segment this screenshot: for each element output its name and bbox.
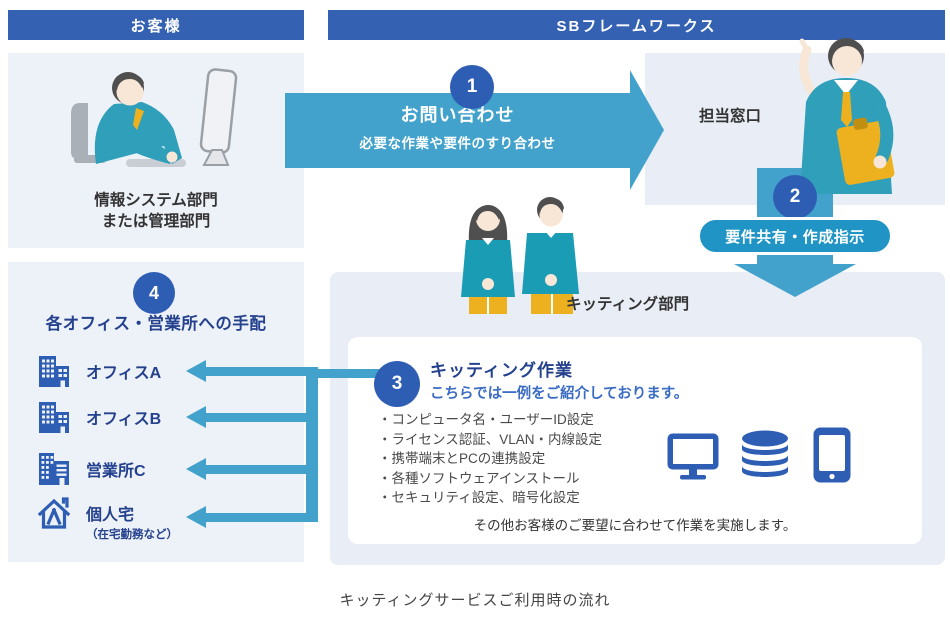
step3-note: その他お客様のご要望に合わせて作業を実施します。 xyxy=(473,518,797,533)
customer-box-label: 情報システム部門 または管理部門 xyxy=(8,190,304,232)
destination-label: 個人宅 xyxy=(86,507,135,524)
connector-to-step3 xyxy=(316,369,380,378)
task-item: ・携帯端末とPCの連携設定 xyxy=(378,451,546,466)
destination-label: オフィスA xyxy=(86,365,162,382)
person-at-desk-illustration xyxy=(71,68,238,167)
task-item: ・セキュリティ設定、暗号化設定 xyxy=(378,490,580,505)
task-item: ・各種ソフトウェアインストール xyxy=(378,470,580,486)
connector-branch-c xyxy=(206,465,306,474)
destination-row-home: 個人宅 xyxy=(36,495,286,531)
connector-office-b xyxy=(206,413,306,422)
destination-row-branch-c: 営業所C xyxy=(36,451,286,487)
step1-arrow-head xyxy=(630,70,664,190)
arrowhead-branch-c xyxy=(186,458,206,480)
connector-home xyxy=(206,513,306,522)
step1-subtitle: 必要な作業や要件のすり合わせ xyxy=(359,136,556,151)
step3-number-badge: 3 xyxy=(374,361,420,407)
step4-number-badge: 4 xyxy=(133,272,175,314)
company-header: SBフレームワークス xyxy=(328,10,945,40)
step2-number-badge: 2 xyxy=(773,175,817,219)
destination-label: オフィスB xyxy=(86,411,162,428)
destination-label: 営業所C xyxy=(86,463,146,480)
step3-task-list: ・コンピュータ名・ユーザーID設定 ・ライセンス認証、VLAN・内線設定 ・携帯… xyxy=(378,410,602,508)
office-building-icon xyxy=(39,402,69,433)
arrowhead-home xyxy=(186,506,206,528)
step1-number-badge: 1 xyxy=(450,65,494,109)
customer-box-label-line1: 情報システム部門 xyxy=(94,192,218,209)
step3-subtitle: こちらでは一例をご紹介しております。 xyxy=(430,386,689,402)
contact-person-illustration xyxy=(798,38,895,194)
destination-sublabel: （在宅勤務など） xyxy=(86,529,178,541)
kitting-department-label: キッティング部門 xyxy=(566,296,690,313)
home-icon xyxy=(37,497,71,529)
step1-title: お問い合わせ xyxy=(400,105,515,125)
smartphone-icon xyxy=(813,427,851,483)
customer-box-label-line2: または管理部門 xyxy=(101,213,211,230)
step4-title: 各オフィス・営業所への手配 xyxy=(45,315,267,333)
branch-office-icon xyxy=(39,453,69,485)
task-item: ・ライセンス認証、VLAN・内線設定 xyxy=(378,431,602,447)
contact-window-label: 担当窓口 xyxy=(698,108,761,125)
destination-row-office-b: オフィスB xyxy=(36,399,286,435)
destination-row-office-a: オフィスA xyxy=(36,353,286,389)
monitor-icon xyxy=(667,433,719,480)
step1-arrow-shaft xyxy=(285,93,630,168)
diagram-caption: キッティングサービスご利用時の流れ xyxy=(339,592,611,609)
kitting-staff-illustration xyxy=(461,197,579,314)
database-icon xyxy=(742,430,788,477)
connector-office-a xyxy=(206,367,306,376)
customer-header: お客様 xyxy=(8,10,304,40)
office-building-icon xyxy=(39,356,69,387)
connector-trunk xyxy=(306,367,318,522)
arrowhead-office-a xyxy=(186,360,206,382)
step2-arrow-head xyxy=(734,264,856,297)
arrowhead-office-b xyxy=(186,406,206,428)
step2-pill-label: 要件共有・作成指示 xyxy=(697,217,893,255)
task-item: ・コンピュータ名・ユーザーID設定 xyxy=(378,412,594,427)
step1-text: お問い合わせ 必要な作業や要件のすり合わせ xyxy=(285,101,630,152)
step3-title: キッティング作業 xyxy=(430,361,573,380)
